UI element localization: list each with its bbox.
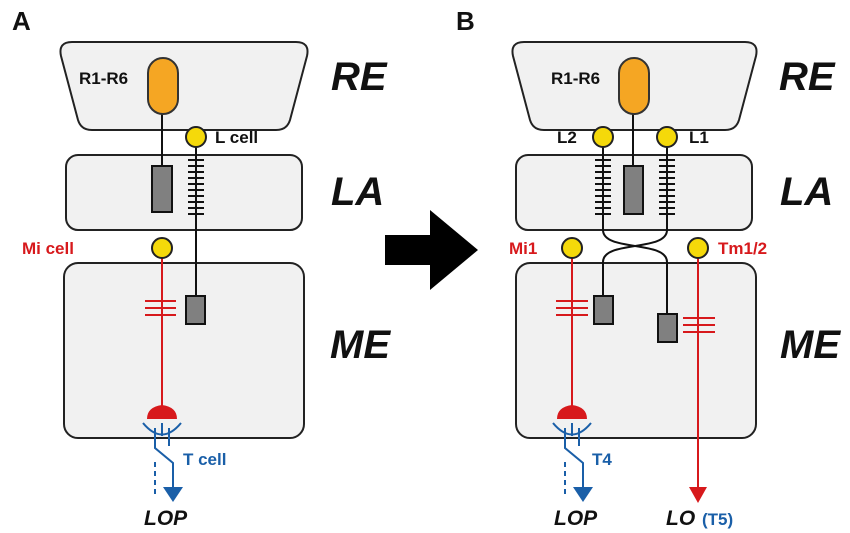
tm-body (687, 237, 709, 259)
l1-axon (602, 146, 668, 296)
lamina-box-a (65, 154, 303, 231)
output-label-lop-a: LOP (144, 507, 188, 530)
mi1-body (561, 237, 583, 259)
l2-body (592, 126, 614, 148)
photoreceptor-terminal-a (151, 165, 173, 213)
l-cell-body-a (185, 126, 207, 148)
l-cell-label-a: L cell (215, 128, 258, 147)
l2-dendrites (595, 159, 611, 215)
output-label-lop-b: LOP (554, 507, 598, 530)
mi-cell-label-a: Mi cell (22, 239, 74, 258)
mi-cell-body-a (151, 237, 173, 259)
region-label-re-b: RE (779, 55, 836, 99)
photoreceptor-b (618, 57, 650, 115)
photoreceptor-terminal-b (623, 165, 644, 215)
l2-terminal (657, 313, 678, 343)
l2-label: L2 (557, 128, 577, 147)
mi1-synapse (557, 405, 587, 419)
l-cell-terminal-a (185, 295, 206, 325)
region-label-me-a: ME (330, 323, 391, 367)
t4-arrowhead (573, 487, 593, 502)
panel-label-b: B (456, 6, 475, 36)
panel-label-a: A (12, 6, 31, 36)
t-cell-a (142, 422, 182, 497)
mi-cell-dendrites-a (145, 300, 176, 316)
output-label-lo: LO (666, 507, 695, 530)
photoreceptor-label-b: R1-R6 (551, 69, 600, 88)
transition-arrow (385, 210, 478, 290)
tm-arrowhead (689, 487, 707, 503)
t-cell-label-a: T cell (183, 450, 226, 469)
mi-cell-synapse-a (147, 405, 177, 419)
l1-label: L1 (689, 128, 709, 147)
l-cell-dendrites-a (188, 159, 204, 215)
region-label-re-a: RE (331, 55, 388, 99)
l1-body (656, 126, 678, 148)
photoreceptor-a (147, 57, 179, 115)
mi1-dendrites (556, 300, 588, 316)
retina-box-a (59, 41, 309, 131)
t-cell-arrowhead-a (163, 487, 183, 502)
photoreceptor-label-a: R1-R6 (79, 69, 128, 88)
t4-cell (552, 422, 592, 497)
medulla-box-b (515, 262, 757, 439)
tm-dendrites (683, 317, 715, 333)
region-label-la-b: LA (780, 170, 833, 214)
t4-label: T4 (592, 450, 612, 469)
region-label-la-a: LA (331, 170, 384, 214)
medulla-box-a (63, 262, 305, 439)
output-note-t5: (T5) (702, 510, 733, 529)
mi1-label: Mi1 (509, 239, 537, 258)
region-label-me-b: ME (780, 323, 841, 367)
l1-dendrites (659, 159, 675, 215)
l1-terminal (593, 295, 614, 325)
tm-label: Tm1/2 (718, 239, 767, 258)
